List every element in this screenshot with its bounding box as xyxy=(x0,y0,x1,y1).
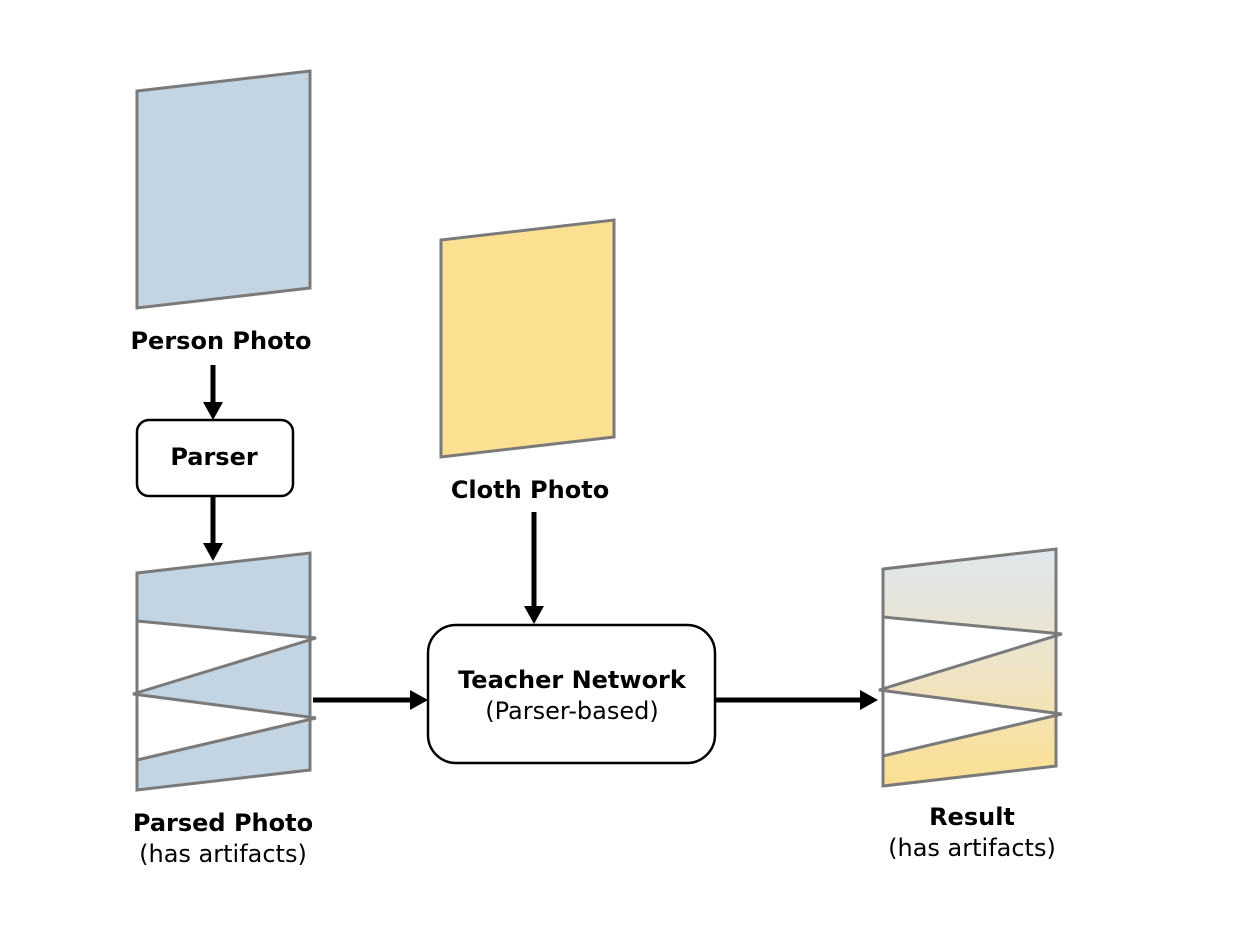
result-note: (has artifacts) xyxy=(888,834,1056,862)
teacher-network-node: Teacher Network (Parser-based) xyxy=(426,623,717,765)
person-photo-label: Person Photo xyxy=(130,327,311,355)
parsed-photo-note: (has artifacts) xyxy=(139,840,307,868)
parsed-photo-outline xyxy=(135,551,312,792)
parser-box xyxy=(135,418,295,498)
result-outline xyxy=(881,547,1058,788)
parser-label: Parser xyxy=(170,443,258,471)
teacher-network-box xyxy=(426,623,717,765)
person-photo-shape xyxy=(135,69,312,310)
result-label: Result xyxy=(929,803,1015,831)
person-photo-node: Person Photo xyxy=(130,69,312,355)
teacher-network-label: Teacher Network xyxy=(458,666,687,694)
result-artifact-lower xyxy=(883,690,1056,756)
cloth-photo-shape xyxy=(439,218,616,459)
arrow-parsed-to-teacher xyxy=(313,690,428,710)
parsed-photo-artifact-lower xyxy=(137,694,310,760)
cloth-photo-label: Cloth Photo xyxy=(451,476,609,504)
arrow-teacher-to-result xyxy=(716,690,878,710)
parsed-photo-label: Parsed Photo xyxy=(133,809,313,837)
arrow-person-to-parser xyxy=(203,365,223,420)
result-node: Result (has artifacts) xyxy=(878,547,1063,862)
cloth-photo-node: Cloth Photo xyxy=(439,218,616,504)
parsed-photo-artifact-upper xyxy=(137,621,310,694)
parsed-photo-zigzag xyxy=(132,619,317,762)
result-zigzag xyxy=(878,615,1063,758)
arrow-cloth-to-teacher xyxy=(524,512,544,624)
teacher-network-note: (Parser-based) xyxy=(485,697,658,725)
result-artifact-upper xyxy=(883,617,1056,690)
arrow-parser-to-parsed xyxy=(203,497,223,561)
parser-node: Parser xyxy=(135,418,295,498)
parsed-photo-node: Parsed Photo (has artifacts) xyxy=(132,551,317,868)
